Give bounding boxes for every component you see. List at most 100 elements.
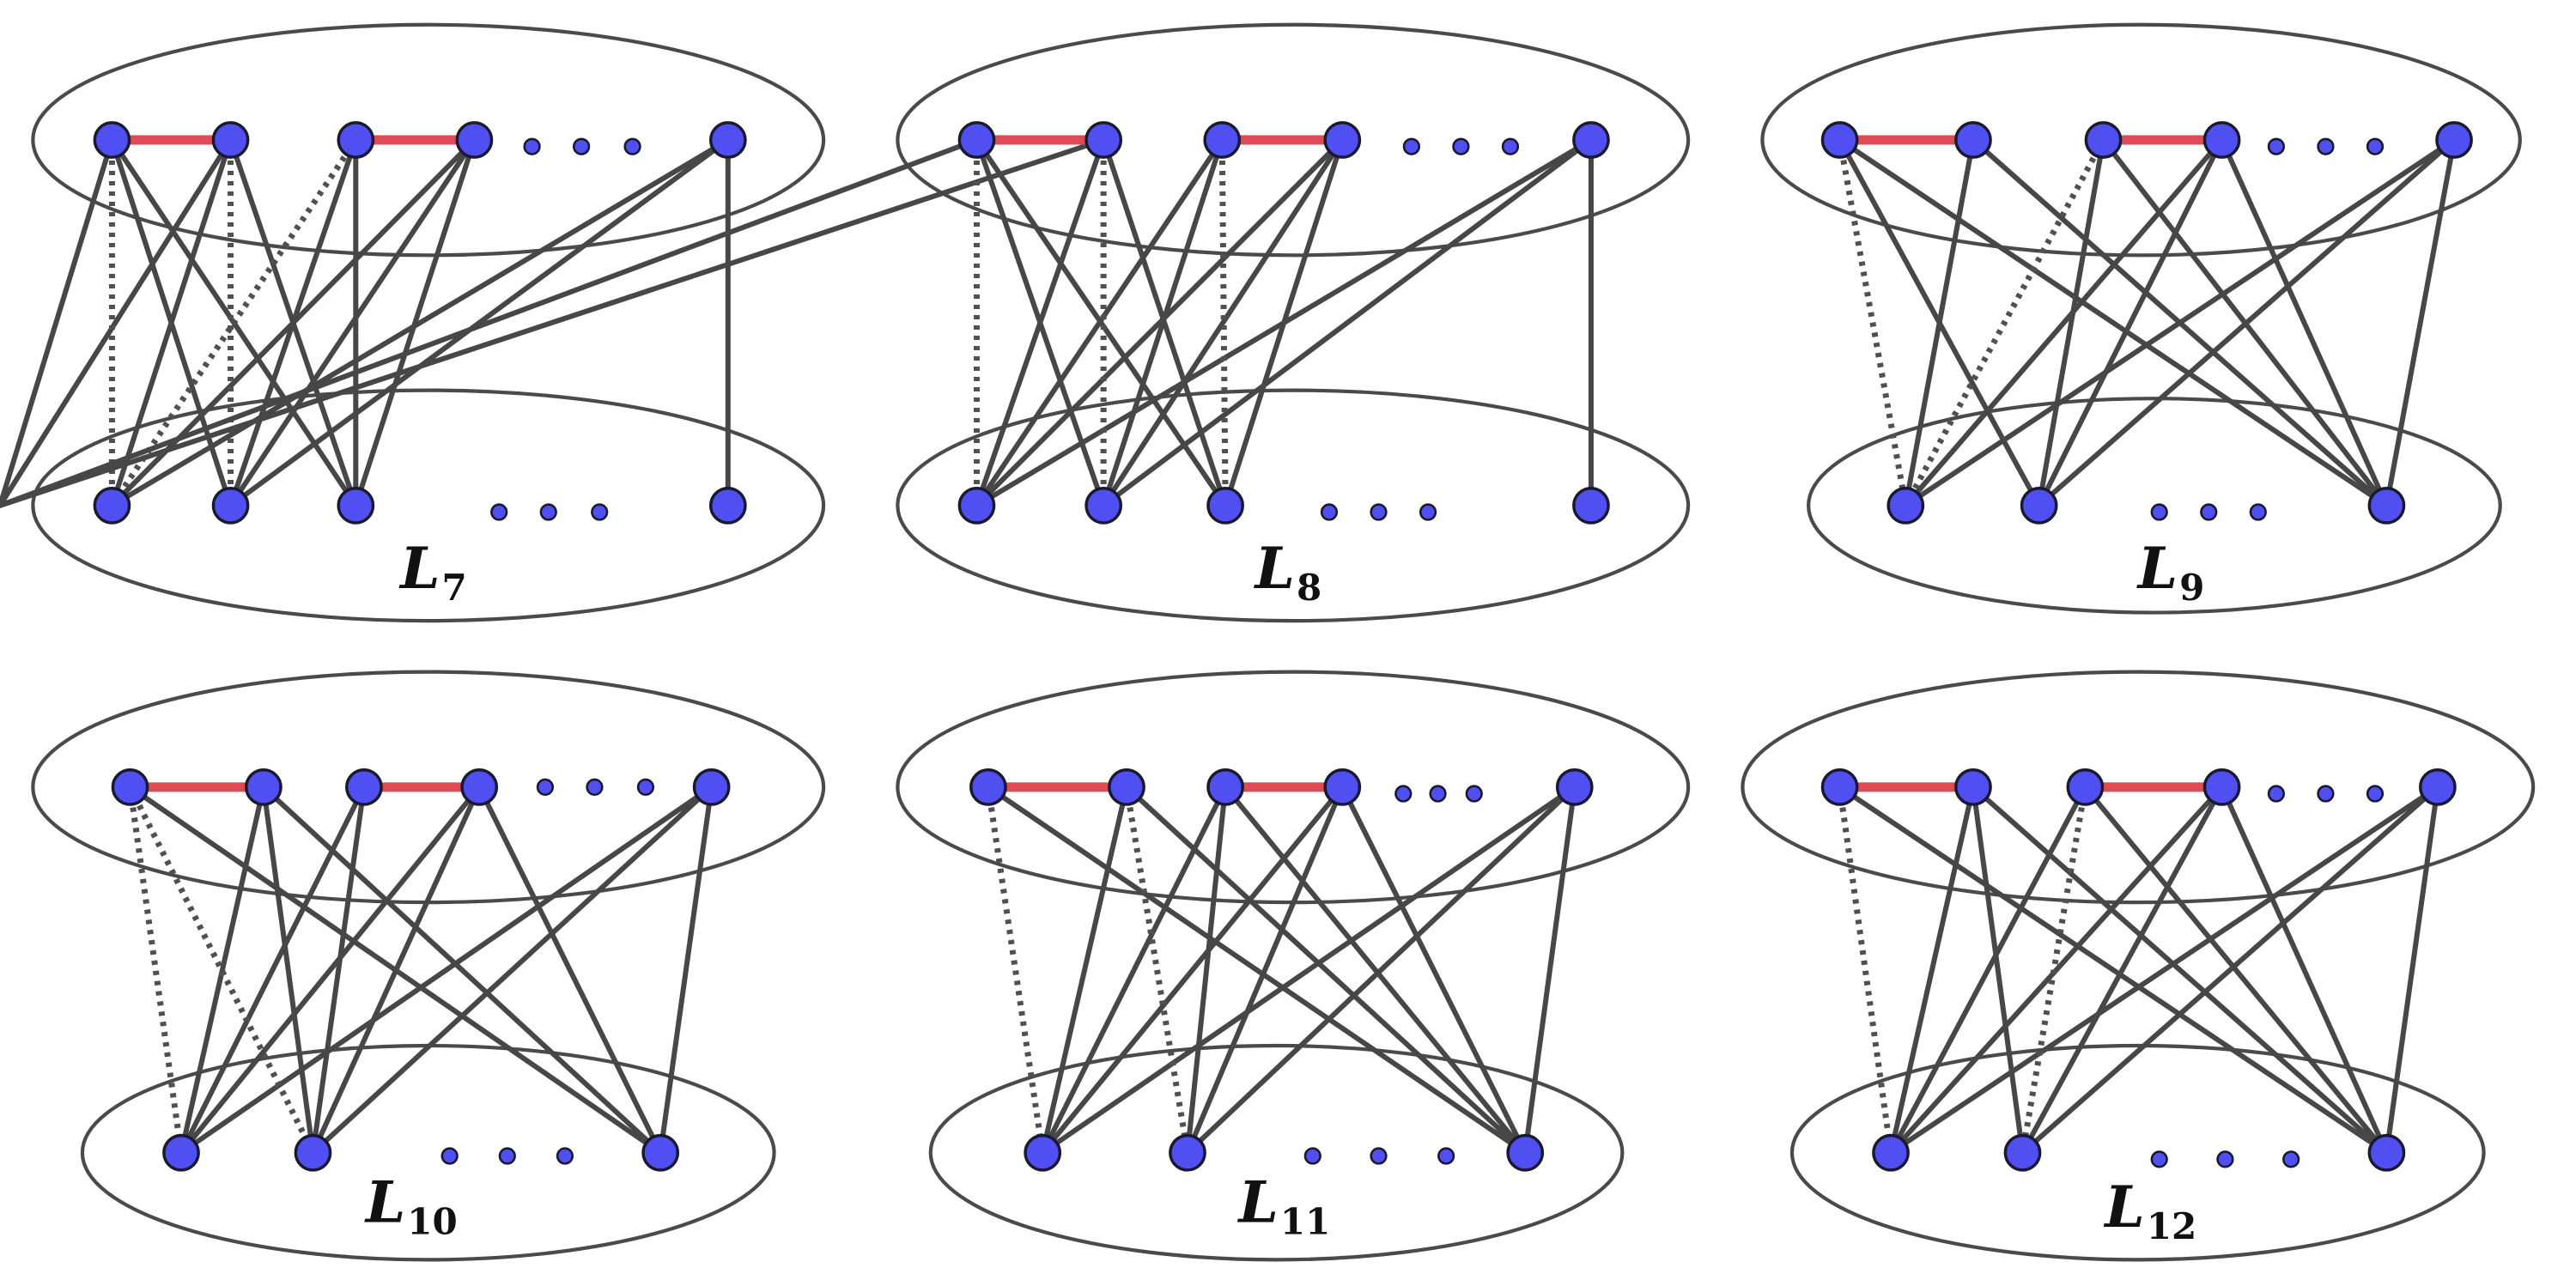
edge — [2020, 784, 2440, 1156]
bottom-partition-ellipse — [31, 388, 826, 623]
bottom-vertex — [1886, 486, 1925, 525]
top-vertex — [1555, 767, 1594, 806]
bottom-vertex — [1572, 486, 1610, 525]
edge — [310, 784, 367, 1156]
ellipsis-dot — [586, 778, 604, 797]
dotted-edge — [127, 786, 316, 1155]
edge — [178, 784, 266, 1156]
graph-panel: L7 — [0, 22, 826, 623]
ellipsis-dot — [1465, 785, 1483, 803]
edge — [1340, 784, 1528, 1156]
graph-label-subscript: 9 — [2179, 567, 2204, 609]
ellipsis-dot — [2366, 785, 2385, 803]
ellipsis-dot — [2267, 785, 2286, 803]
edge — [2020, 784, 2225, 1156]
edge — [178, 784, 714, 1156]
edge — [1888, 784, 2088, 1156]
dotted-edge — [1903, 138, 2106, 507]
ellipsis-dot — [1419, 503, 1437, 521]
top-partition-ellipse — [1760, 22, 2522, 258]
edge — [310, 784, 483, 1156]
top-vertex — [2418, 767, 2457, 806]
dotted-edge — [2020, 786, 2088, 1154]
top-vertex — [957, 121, 996, 159]
ellipsis-dot — [591, 503, 609, 521]
edge — [178, 784, 367, 1156]
bottom-vertex — [294, 1133, 332, 1172]
graph-panel: L12 — [1741, 670, 2536, 1262]
ellipsis-dot — [490, 503, 508, 521]
edge — [974, 137, 1225, 508]
graph-label-subscript: 10 — [407, 1200, 457, 1242]
top-vertex — [1572, 121, 1610, 159]
graph-label-subscript: 11 — [1280, 1200, 1330, 1242]
ellipsis-dot — [2150, 503, 2168, 521]
top-partition-ellipse — [1741, 670, 2536, 905]
ellipsis-dot — [1370, 503, 1388, 521]
ellipsis-dot — [2282, 1150, 2300, 1168]
ellipsis-dot — [498, 1147, 516, 1165]
ellipsis-dot — [2267, 137, 2286, 155]
edge — [2036, 137, 2106, 508]
bottom-vertex — [93, 486, 131, 525]
dotted-edge — [985, 786, 1046, 1154]
edge — [2036, 137, 2458, 508]
graph-label-subscript: 12 — [2147, 1205, 2196, 1247]
edge — [1888, 784, 2440, 1156]
top-partition-ellipse — [896, 22, 1691, 258]
edge — [974, 137, 1107, 508]
graph-panel: L8 — [0, 22, 1691, 623]
ellipsis-dot — [536, 778, 555, 797]
top-vertex — [2202, 121, 2241, 159]
bottom-partition-ellipse — [896, 388, 1691, 623]
top-vertex — [337, 121, 375, 159]
edge — [1903, 137, 1976, 508]
edge — [0, 137, 115, 508]
edge — [228, 137, 477, 508]
top-vertex — [1084, 121, 1123, 159]
ellipsis-dot — [2317, 137, 2335, 155]
edge — [1970, 784, 2390, 1156]
edge — [1888, 784, 2225, 1156]
top-vertex — [692, 767, 731, 806]
edge — [260, 784, 316, 1156]
bottom-vertex — [337, 486, 375, 525]
top-vertex — [1323, 121, 1362, 159]
ellipsis-dot — [623, 137, 641, 155]
ellipsis-dot — [1370, 1147, 1388, 1165]
dotted-edge — [109, 138, 359, 507]
edge — [985, 784, 1528, 1156]
top-vertex — [2435, 121, 2473, 159]
top-vertex — [1954, 767, 1992, 806]
edge — [2384, 137, 2458, 508]
bottom-vertex — [1506, 1133, 1545, 1172]
bottom-vertex — [1024, 1133, 1062, 1172]
edge — [1040, 784, 1577, 1156]
edge — [0, 137, 234, 508]
edge — [1903, 137, 2225, 508]
ellipsis-dot — [1402, 137, 1420, 155]
ellipsis-dot — [556, 1147, 574, 1165]
edge — [1888, 784, 1976, 1156]
edge — [1970, 784, 2026, 1156]
edge — [260, 784, 664, 1156]
dotted-edge — [1837, 786, 1894, 1154]
top-vertex — [1820, 767, 1859, 806]
top-vertex — [1203, 121, 1242, 159]
top-vertex — [969, 767, 1007, 806]
dotted-edge — [1837, 139, 1909, 507]
graph-label-letter: L — [1254, 535, 1295, 602]
bottom-vertex — [2367, 486, 2406, 525]
graph-label: L7 — [398, 535, 467, 609]
graph-label-letter: L — [364, 1168, 405, 1235]
edge — [2036, 137, 2225, 508]
edge — [109, 137, 731, 508]
bottom-vertex — [2367, 1133, 2406, 1172]
edge — [1124, 784, 1528, 1156]
bottom-vertex — [957, 486, 996, 525]
edge — [0, 137, 980, 508]
ellipsis-dot — [1501, 137, 1520, 155]
bottom-vertex — [1169, 1133, 1206, 1172]
bottom-vertex — [2020, 486, 2058, 525]
